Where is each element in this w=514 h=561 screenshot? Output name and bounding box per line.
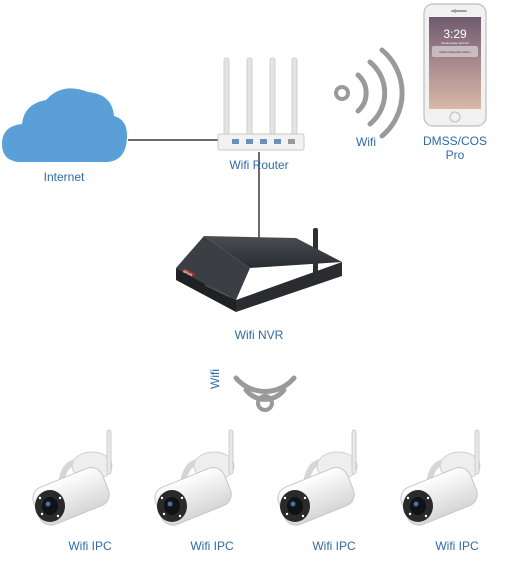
phone-notification: Motion Detection Alarm — [439, 50, 471, 54]
nvr-cameras-link-label: Wifi — [208, 369, 222, 389]
router-label: Wifi Router — [229, 158, 289, 172]
router-icon — [217, 57, 305, 151]
camera-icon — [274, 430, 358, 529]
internet-label: Internet — [43, 170, 85, 184]
camera-1-label: Wifi IPC — [68, 539, 112, 553]
camera-4-label: Wifi IPC — [435, 539, 479, 553]
phone-clock: 3:29 — [443, 27, 467, 41]
nvr-label: Wifi NVR — [234, 328, 284, 342]
smartphone-icon — [423, 3, 487, 127]
camera-2-label: Wifi IPC — [190, 539, 234, 553]
camera-icon — [151, 430, 235, 529]
wifi-signal-icon — [334, 47, 405, 139]
nvr-icon — [176, 228, 342, 312]
camera-template — [32, 429, 113, 526]
wifi-signal-icon — [233, 375, 297, 412]
router-phone-link-label: Wifi — [356, 135, 376, 149]
cloud-icon — [2, 88, 128, 162]
camera-icon — [397, 430, 481, 529]
phone-date: Wednesday, April 22 — [441, 41, 469, 45]
phone-label: DMSS/COS Pro — [422, 134, 487, 162]
camera-3-label: Wifi IPC — [312, 539, 356, 553]
nvr-brand: alhua — [182, 268, 194, 277]
